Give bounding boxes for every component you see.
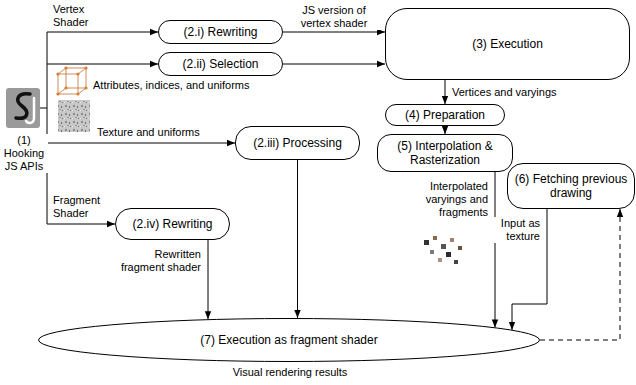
process-box: (2.iii) Processing: [235, 126, 360, 160]
process-ellipse: (7) Execution as fragment shader: [38, 318, 540, 362]
edge-label: Vertices and varyings: [451, 86, 558, 99]
dashed-arrow: [540, 209, 620, 340]
node-text: (4) Preparation: [405, 108, 485, 122]
cube-illustration: [56, 66, 87, 95]
flow-arrow: [283, 32, 385, 33]
process-box: (4) Preparation: [385, 104, 505, 126]
annotation-label: Texture and uniforms: [96, 126, 228, 139]
edge-label: Interpolated varyings and fragments: [407, 180, 489, 219]
annotation-label: Vertex Shader: [52, 3, 104, 29]
edge-label: Rewritten fragment shader: [115, 248, 202, 274]
texture-illustration: [58, 100, 90, 132]
node-text: (6) Fetching previous drawing: [508, 172, 634, 200]
process-box: (6) Fetching previous drawing: [507, 163, 635, 209]
fragments-illustration: [424, 236, 462, 264]
node-text: (3) Execution: [472, 37, 543, 51]
node-text: (7) Execution as fragment shader: [200, 333, 377, 347]
edge-label: JS version of vertex shader: [286, 4, 382, 30]
node-text: (2.i) Rewriting: [183, 25, 257, 39]
annotation-label: Attributes, indices, and uniforms: [92, 79, 294, 92]
node-text: (2.ii) Selection: [182, 57, 258, 71]
annotation-label: Fragment Shader: [52, 194, 109, 220]
flow-arrow: [283, 64, 385, 65]
js-hook-icon: [6, 88, 40, 128]
process-box: (2.iv) Rewriting: [115, 208, 230, 240]
annotation-label: (1) Hooking JS APIs: [0, 134, 48, 173]
flow-arrow: [208, 240, 209, 319]
node-text: (2.iii) Processing: [253, 136, 342, 150]
process-box: (3) Execution: [385, 8, 630, 80]
flow-arrow: [445, 126, 446, 134]
node-text: (2.iv) Rewriting: [132, 217, 212, 231]
annotation-label: Visual rendering results: [38, 366, 542, 379]
flow-arrow: [495, 172, 496, 327]
flow-arrow: [297, 160, 298, 318]
process-box: (2.i) Rewriting: [158, 20, 283, 44]
edge-label: Input as texture: [484, 217, 541, 243]
flow-arrow: [445, 80, 446, 104]
node-text: (5) Interpolation & Rasterization: [378, 139, 512, 167]
process-box: (2.ii) Selection: [158, 52, 283, 76]
process-box: (5) Interpolation & Rasterization: [377, 134, 513, 172]
